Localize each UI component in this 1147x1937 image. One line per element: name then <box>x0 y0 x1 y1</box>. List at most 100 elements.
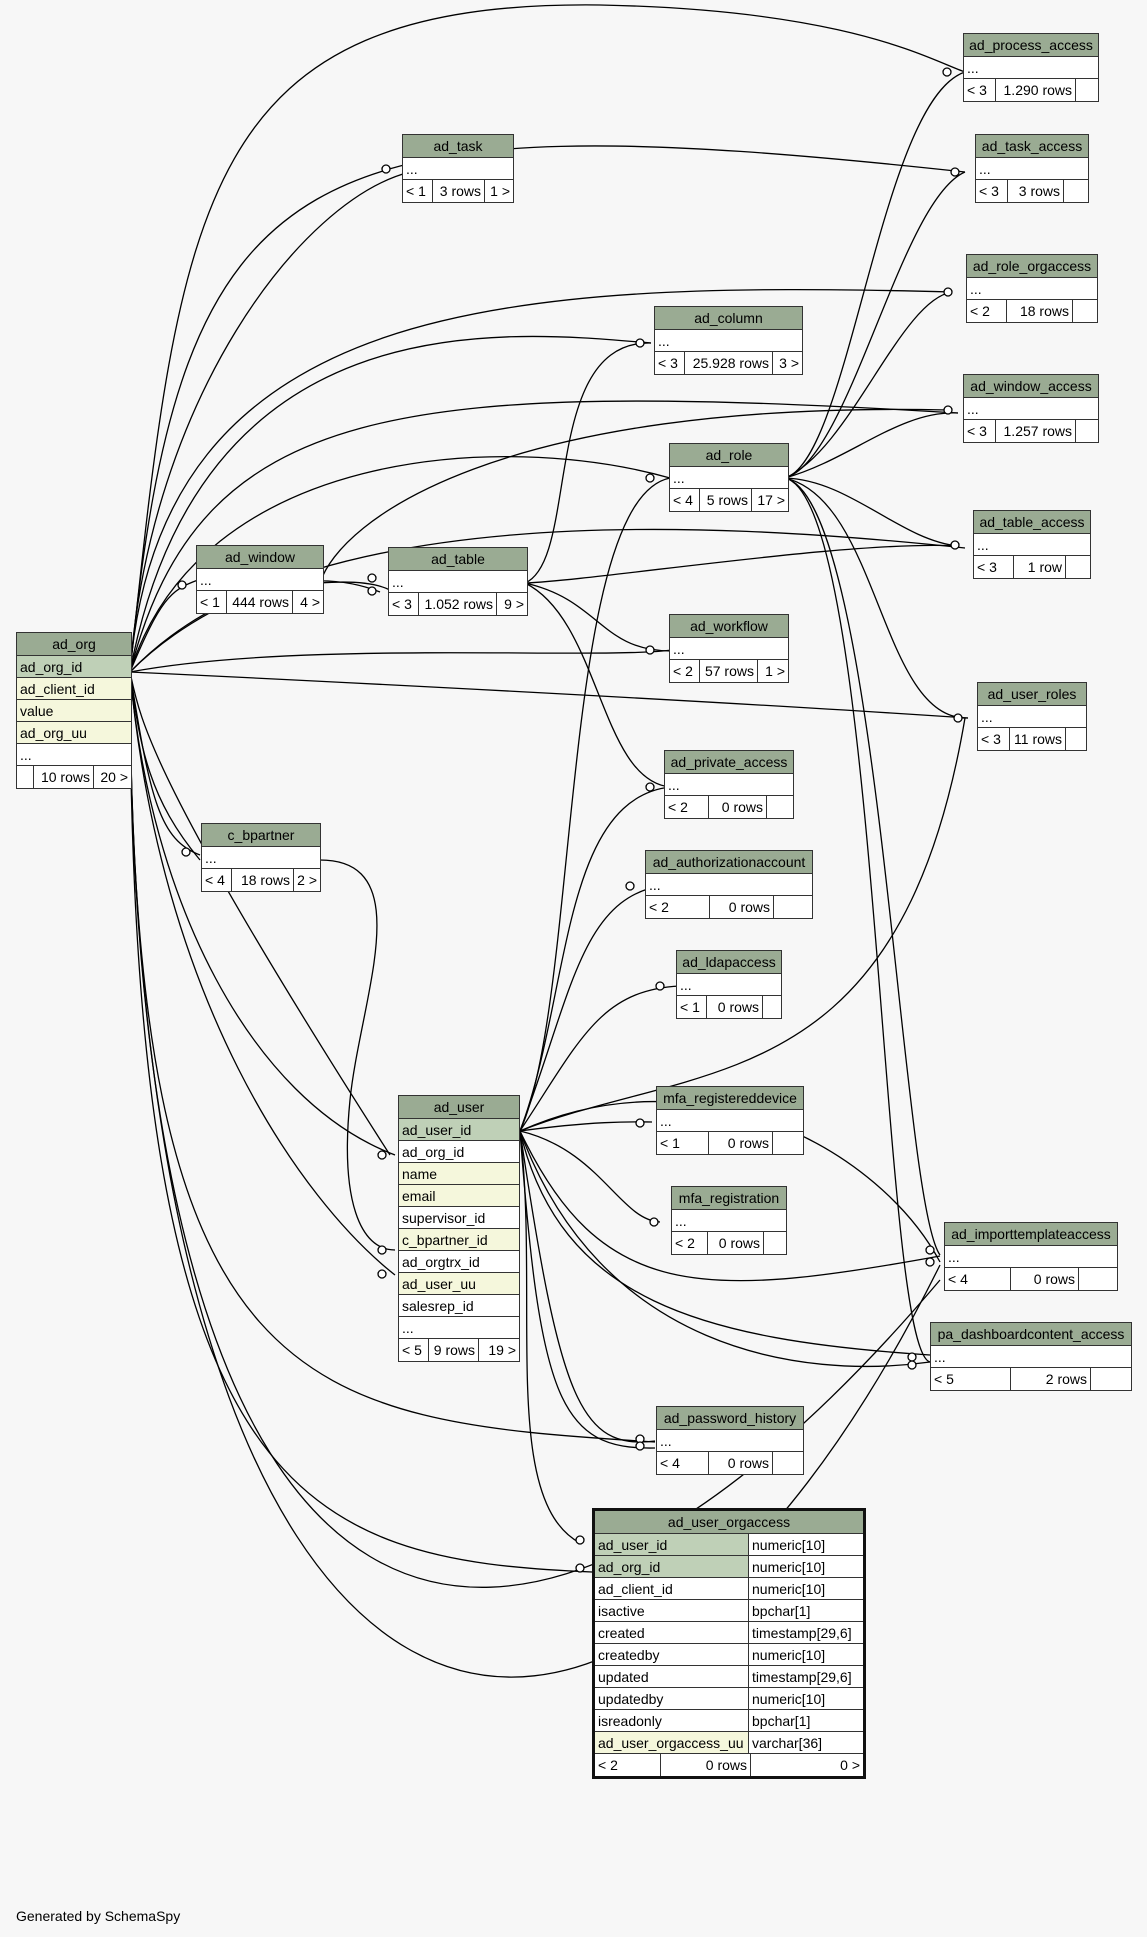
table-ad_org[interactable]: ad_org ad_org_id ad_client_id value ad_o… <box>16 632 132 789</box>
table-ad_password_history[interactable]: ad_password_history ... < 4 0 rows <box>656 1406 804 1475</box>
column-row: ad_client_id numeric[10] <box>595 1578 863 1600</box>
column-row: c_bpartner_id <box>399 1229 519 1251</box>
row-count: 18 rows <box>232 869 294 891</box>
table-ad_table[interactable]: ad_table ... < 3 1.052 rows 9 > <box>388 547 528 616</box>
parents-count: < 4 <box>670 489 700 511</box>
column-row: ... <box>677 974 781 996</box>
parents-count: < 3 <box>655 352 685 374</box>
table-ad_task[interactable]: ad_task ... < 1 3 rows 1 > <box>402 134 514 203</box>
table-footer: < 3 3 rows <box>976 180 1088 202</box>
column-row: supervisor_id <box>399 1207 519 1229</box>
column-row: ... <box>665 774 793 796</box>
column-type: timestamp[29,6] <box>752 1625 852 1641</box>
column-name: isactive <box>598 1600 749 1621</box>
table-title: ad_ldapaccess <box>677 951 781 974</box>
table-ad_user[interactable]: ad_user ad_user_id ad_org_id name email … <box>398 1095 520 1362</box>
table-footer: < 4 0 rows <box>657 1452 803 1474</box>
table-ad_user_orgaccess[interactable]: ad_user_orgaccess ad_user_id numeric[10]… <box>592 1508 866 1779</box>
column-name: isreadonly <box>598 1710 749 1731</box>
table-ad_user_roles[interactable]: ad_user_roles ... < 3 11 rows <box>977 682 1087 751</box>
table-footer: < 4 0 rows <box>945 1268 1117 1290</box>
table-footer: < 1 0 rows <box>677 996 781 1018</box>
children-count <box>763 996 781 1018</box>
column-row: ad_user_id <box>399 1119 519 1141</box>
table-footer: < 1 0 rows <box>657 1132 803 1154</box>
table-ad_table_access[interactable]: ad_table_access ... < 3 1 row <box>973 510 1091 579</box>
row-count: 3 rows <box>433 180 485 202</box>
row-count: 444 rows <box>227 591 293 613</box>
children-count <box>1064 180 1088 202</box>
column-row: ad_org_uu <box>17 722 131 744</box>
children-count: 19 > <box>488 1342 516 1358</box>
table-title: ad_role_orgaccess <box>967 255 1097 278</box>
column-row: ad_client_id <box>17 678 131 700</box>
column-row: updated timestamp[29,6] <box>595 1666 863 1688</box>
column-type: numeric[10] <box>752 1691 826 1707</box>
table-pa_dashboardcontent_access[interactable]: pa_dashboardcontent_access ... < 5 2 row… <box>930 1322 1132 1391</box>
column-row: created timestamp[29,6] <box>595 1622 863 1644</box>
table-title: ad_table <box>389 548 527 571</box>
table-c_bpartner[interactable]: c_bpartner ... < 4 18 rows 2 > <box>201 823 321 892</box>
column-type: bpchar[1] <box>752 1603 811 1619</box>
parents-count: < 2 <box>646 896 710 918</box>
column-row: ... <box>670 467 788 489</box>
children-count <box>773 1452 803 1474</box>
table-title: ad_password_history <box>657 1407 803 1430</box>
children-count <box>1073 300 1097 322</box>
table-footer: 10 rows 20 > <box>17 766 131 788</box>
children-count: 2 > <box>297 872 317 888</box>
column-type: numeric[10] <box>752 1581 826 1597</box>
table-ad_window_access[interactable]: ad_window_access ... < 3 1.257 rows <box>963 374 1099 443</box>
row-count: 1.257 rows <box>996 420 1076 442</box>
column-type: varchar[36] <box>749 1732 863 1753</box>
table-title: c_bpartner <box>202 824 320 847</box>
parents-count: < 1 <box>403 180 433 202</box>
children-count <box>1091 1368 1131 1390</box>
table-ad_task_access[interactable]: ad_task_access ... < 3 3 rows <box>975 134 1089 203</box>
table-footer: < 3 25.928 rows 3 > <box>655 352 802 374</box>
row-count: 18 rows <box>1007 300 1073 322</box>
column-type: timestamp[29,6] <box>752 1669 852 1685</box>
row-count: 1 row <box>1014 556 1066 578</box>
children-count <box>774 896 812 918</box>
parents-count: < 5 <box>399 1339 429 1361</box>
table-footer: < 1 444 rows 4 > <box>197 591 323 613</box>
table-ad_role_orgaccess[interactable]: ad_role_orgaccess ... < 2 18 rows <box>966 254 1098 323</box>
table-title: ad_task_access <box>976 135 1088 158</box>
column-row: isreadonly bpchar[1] <box>595 1710 863 1732</box>
table-ad_process_access[interactable]: ad_process_access ... < 3 1.290 rows <box>963 33 1099 102</box>
table-footer: < 2 0 rows <box>665 796 793 818</box>
row-count: 0 rows <box>709 796 767 818</box>
table-footer: < 2 18 rows <box>967 300 1097 322</box>
table-ad_private_access[interactable]: ad_private_access ... < 2 0 rows <box>664 750 794 819</box>
table-ad_window[interactable]: ad_window ... < 1 444 rows 4 > <box>196 545 324 614</box>
column-row: isactive bpchar[1] <box>595 1600 863 1622</box>
column-row: ad_user_orgaccess_uu varchar[36] <box>595 1732 863 1754</box>
table-ad_importtemplateaccess[interactable]: ad_importtemplateaccess ... < 4 0 rows <box>944 1222 1118 1291</box>
table-ad_role[interactable]: ad_role ... < 4 5 rows 17 > <box>669 443 789 512</box>
column-row: value <box>17 700 131 722</box>
column-name: updated <box>598 1666 749 1687</box>
column-row: ... <box>646 874 812 896</box>
table-title: pa_dashboardcontent_access <box>931 1323 1131 1346</box>
row-count: 5 rows <box>700 489 752 511</box>
table-mfa_registereddevice[interactable]: mfa_registereddevice ... < 1 0 rows <box>656 1086 804 1155</box>
table-mfa_registration[interactable]: mfa_registration ... < 2 0 rows <box>671 1186 787 1255</box>
row-count: 57 rows <box>700 660 758 682</box>
table-ad_authorizationaccount[interactable]: ad_authorizationaccount ... < 2 0 rows <box>645 850 813 919</box>
row-count: 0 rows <box>710 896 774 918</box>
row-count: 9 rows <box>429 1339 479 1361</box>
column-row: ad_org_id <box>399 1141 519 1163</box>
table-ad_column[interactable]: ad_column ... < 3 25.928 rows 3 > <box>654 306 803 375</box>
table-footer: < 3 11 rows <box>978 728 1086 750</box>
table-ad_workflow[interactable]: ad_workflow ... < 2 57 rows 1 > <box>669 614 789 683</box>
column-name: updatedby <box>598 1688 749 1709</box>
table-ad_ldapaccess[interactable]: ad_ldapaccess ... < 1 0 rows <box>676 950 782 1019</box>
row-count: 2 rows <box>1011 1368 1091 1390</box>
children-count: 1 > <box>765 663 785 679</box>
generated-by-label: Generated by SchemaSpy <box>16 1908 181 1924</box>
column-row: ... <box>976 158 1088 180</box>
row-count: 0 rows <box>708 1232 764 1254</box>
table-title: mfa_registereddevice <box>657 1087 803 1110</box>
parents-count: < 1 <box>657 1132 709 1154</box>
